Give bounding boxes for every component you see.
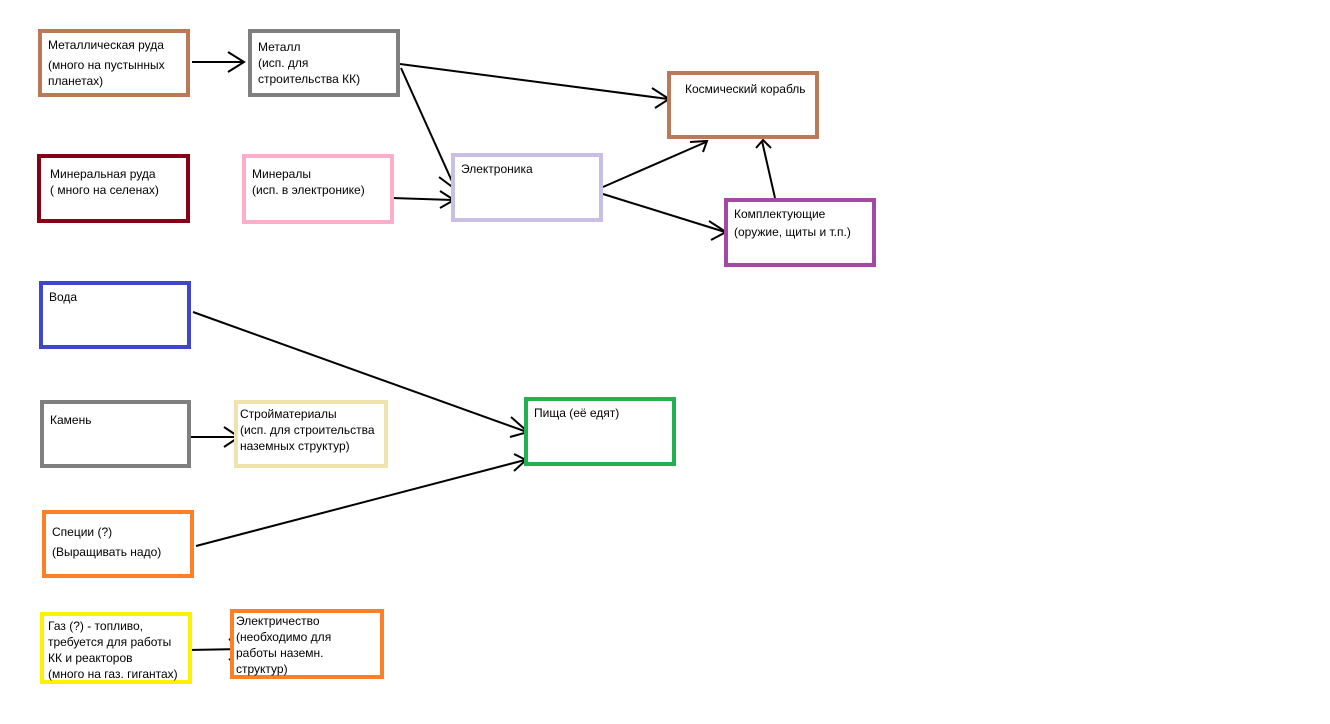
node-water: Вода (39, 281, 191, 349)
node-gas-line-1: Газ (?) - топливо, (48, 619, 144, 633)
node-electronics: Электроника (451, 153, 603, 222)
edge-metal-to-electronics (400, 67, 459, 191)
node-metal-line-3: строительства КК) (258, 72, 361, 86)
node-electricity-line-2: (необходимо для (236, 630, 332, 644)
node-water-line-1: Вода (49, 290, 78, 304)
node-food: Пища (её едят) (524, 397, 676, 466)
edge-minerals-to-electronics (391, 190, 456, 209)
edge-stone-to-buildmat (191, 426, 241, 448)
node-spices-line-1: Специи (?) (52, 525, 113, 539)
node-electricity-line-4: структур) (236, 662, 288, 676)
node-electricity-line-3: работы наземн. (236, 646, 324, 660)
node-electricity: Электричество (необходимо для работы наз… (230, 609, 384, 679)
node-minerals-line-2: (исп. в электронике) (252, 183, 365, 197)
node-metal-ore-line-3: планетах) (48, 74, 104, 88)
node-stone: Камень (40, 400, 191, 468)
node-ship-line-1: Космический корабль (685, 82, 806, 96)
edge-metal-ore-to-metal (192, 51, 246, 73)
node-spices: Специи (?) (Выращивать надо) (42, 510, 194, 578)
node-metal-line-1: Металл (258, 40, 301, 54)
node-electricity-line-1: Электричество (236, 614, 320, 628)
node-spices-line-2: (Выращивать надо) (52, 545, 162, 559)
edge-electronics-to-components (602, 193, 728, 241)
node-food-line-1: Пища (её едят) (534, 406, 620, 420)
node-metal: Металл (исп. для строительства КК) (248, 29, 400, 97)
node-components: Комплектующие (оружие, щиты и т.п.) (724, 198, 876, 267)
node-gas: Газ (?) - топливо, требуется для работы … (40, 612, 192, 684)
node-components-line-2: (оружие, щиты и т.п.) (734, 225, 851, 239)
node-mineral-ore-line-2: ( много на селенах) (50, 183, 159, 197)
node-ship: Космический корабль (667, 71, 819, 139)
node-gas-line-3: КК и реакторов (48, 651, 133, 665)
edge-metal-to-ship (399, 63, 671, 109)
node-metal-line-2: (исп. для (258, 56, 309, 70)
node-components-line-1: Комплектующие (734, 207, 826, 221)
node-mineral-ore-line-1: Минеральная руда (50, 167, 156, 181)
node-metal-ore: Металлическая руда (много на пустынных п… (38, 29, 190, 97)
node-gas-line-4: (много на газ. гигантах) (48, 667, 178, 681)
node-minerals: Минералы (исп. в электронике) (242, 154, 394, 224)
node-buildmat: Стройматериалы (исп. для строительства н… (234, 400, 388, 468)
node-stone-line-1: Камень (50, 413, 92, 427)
node-buildmat-line-3: наземных структур) (240, 439, 350, 453)
node-buildmat-line-2: (исп. для строительства (240, 423, 375, 437)
node-buildmat-line-1: Стройматериалы (240, 407, 337, 421)
node-gas-line-2: требуется для работы (48, 635, 172, 649)
node-metal-ore-line-2: (много на пустынных (48, 58, 165, 72)
node-electronics-line-1: Электроника (461, 162, 533, 176)
edge-electronics-to-ship (602, 139, 709, 188)
node-minerals-line-1: Минералы (252, 167, 311, 181)
node-mineral-ore: Минеральная руда ( много на селенах) (37, 154, 190, 223)
node-metal-ore-line-1: Металлическая руда (48, 38, 164, 52)
edge-components-to-ship (755, 138, 776, 199)
